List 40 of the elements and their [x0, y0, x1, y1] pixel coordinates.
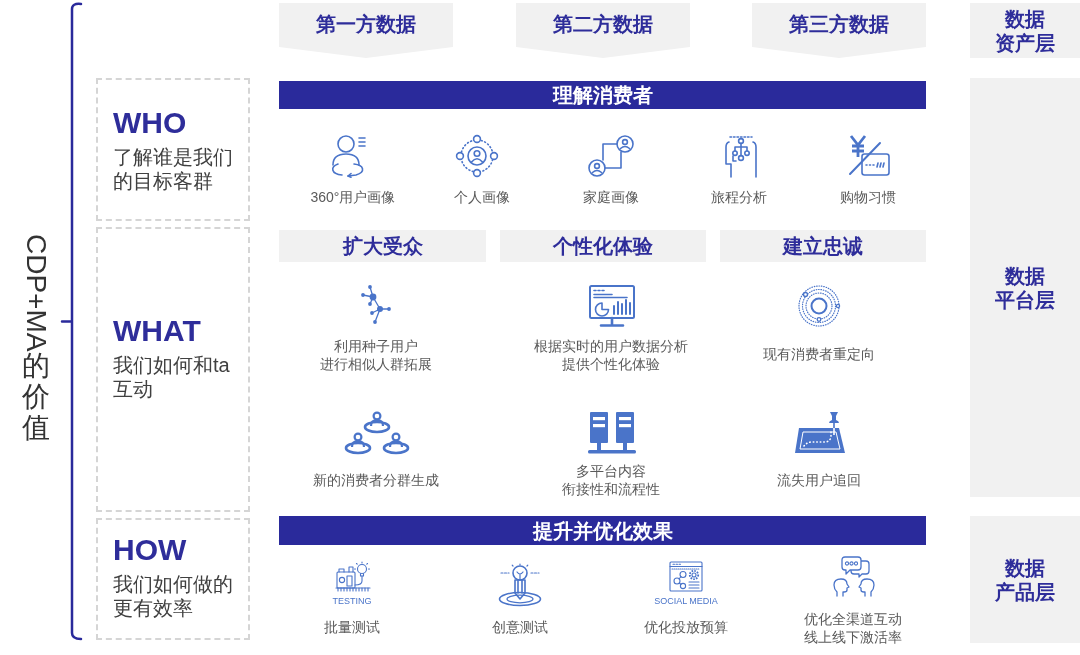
- icon-caption: 购物习惯: [840, 188, 896, 206]
- section-description: 我们如何做的更有效率: [113, 572, 233, 620]
- banner-title: 第一方数据: [316, 12, 416, 36]
- layer-title: 数据平台层: [995, 263, 1055, 312]
- icon-tag-text: TESTING: [332, 596, 372, 607]
- section-bar: [279, 81, 926, 109]
- category-title: 扩大受众: [342, 234, 423, 258]
- section-heading: WHO: [113, 105, 187, 141]
- icon-caption: 创意测试: [492, 618, 548, 636]
- icon-caption: 现有消费者重定向: [763, 345, 875, 363]
- section-bar: [279, 516, 926, 545]
- layer-title: 数据产品层: [995, 555, 1055, 604]
- dashed-panel: [96, 227, 250, 512]
- layer-title: 数据资产层: [995, 6, 1055, 55]
- section-heading: WHAT: [113, 313, 201, 349]
- icon-caption: 优化投放预算: [644, 618, 728, 636]
- icon-caption: 根据实时的用户数据分析提供个性化体验: [534, 337, 688, 373]
- icon-caption: 优化全渠道互动线上线下激活率: [804, 610, 902, 646]
- section-description: 了解谁是我们的目标客群: [113, 145, 233, 193]
- section-heading: HOW: [113, 532, 187, 568]
- bar-title: 提升并优化效果: [532, 518, 673, 543]
- icon-caption: 利用种子用户进行相似人群拓展: [320, 337, 432, 373]
- icon-caption: 家庭画像: [583, 188, 639, 206]
- icon-caption: 旅程分析: [711, 188, 767, 206]
- icon-caption: 批量测试: [324, 618, 380, 636]
- icon-caption: 新的消费者分群生成: [313, 471, 439, 489]
- icon-caption: 多平台内容衔接性和流程性: [562, 462, 660, 498]
- icon-caption: 个人画像: [454, 188, 510, 206]
- dashed-panel: [96, 78, 250, 221]
- category-title: 个性化体验: [553, 234, 653, 258]
- dashed-panel: [96, 518, 250, 640]
- banner-title: 第二方数据: [553, 12, 653, 36]
- vertical-title: CDP+MA的价值: [20, 234, 52, 444]
- icon-caption: 360°用户画像: [310, 188, 396, 206]
- section-description: 我们如何和ta互动: [113, 353, 230, 401]
- icon-tag-text: SOCIAL MEDIA: [654, 596, 718, 607]
- banner-title: 第三方数据: [789, 12, 889, 36]
- bar-title: 理解消费者: [552, 83, 653, 107]
- category-title: 建立忠诚: [783, 234, 863, 258]
- icon-caption: 流失用户追回: [777, 471, 861, 489]
